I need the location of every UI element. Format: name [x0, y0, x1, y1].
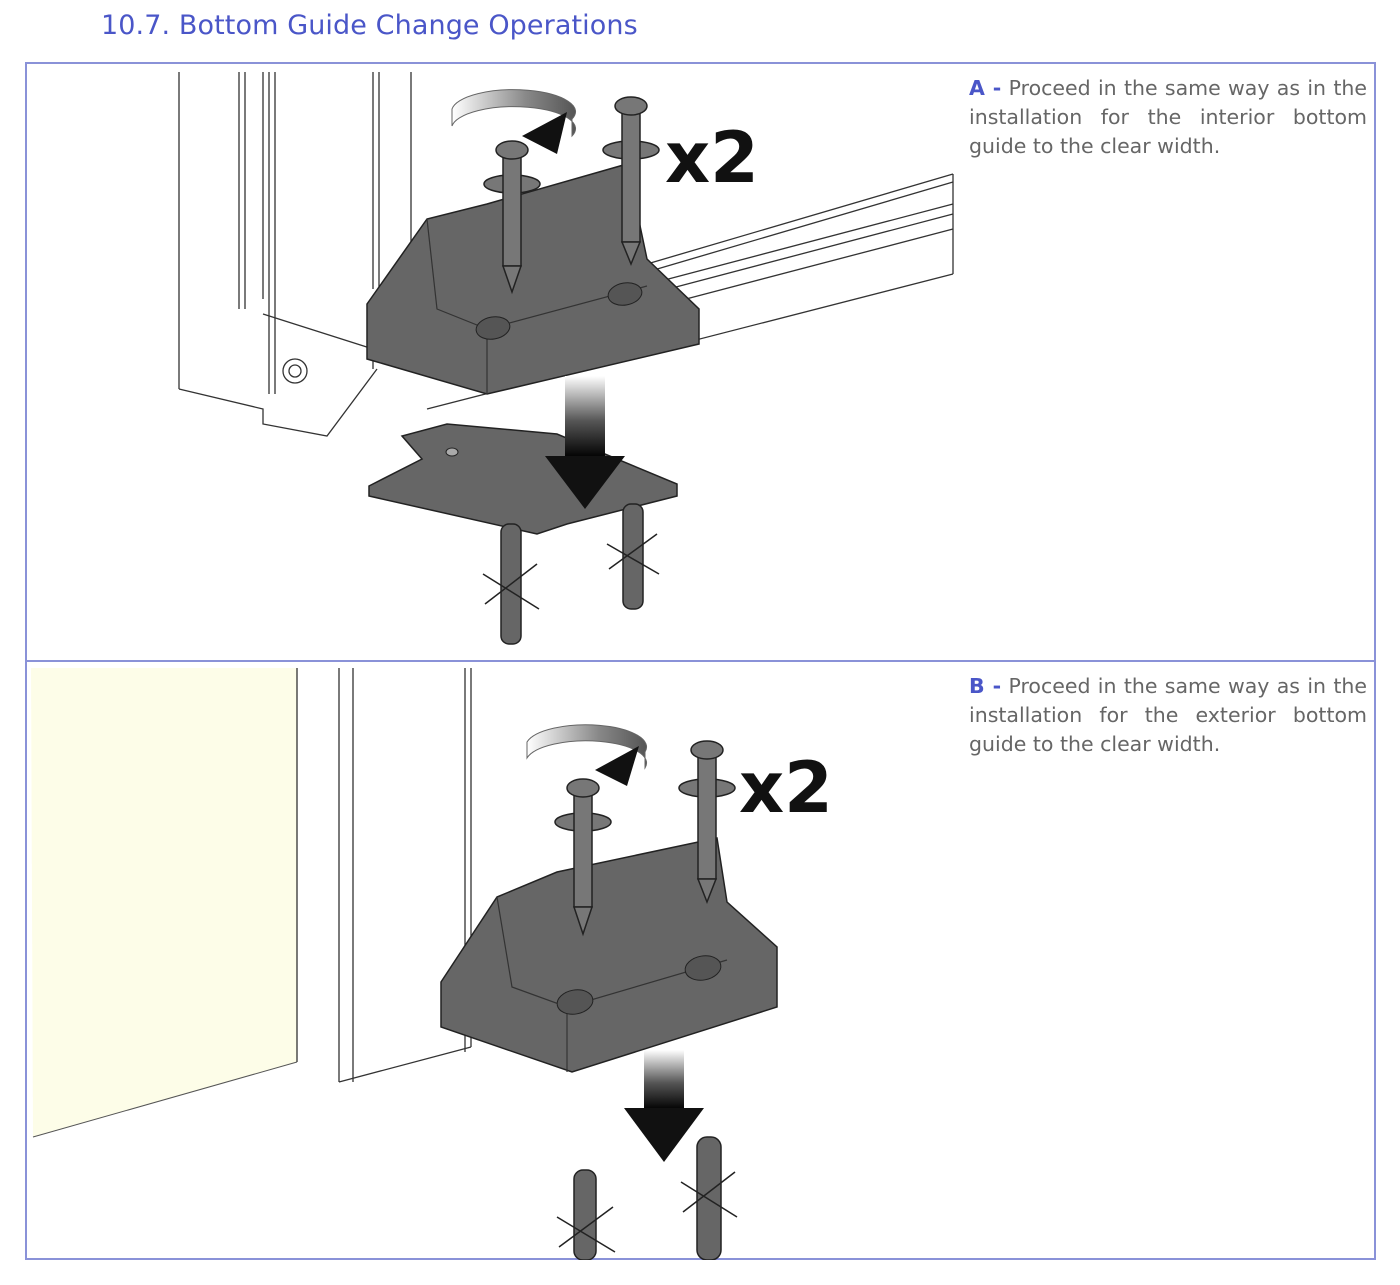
- wall: [31, 668, 297, 1137]
- quantity-label: x2: [739, 747, 833, 829]
- mounting-plate: [368, 423, 678, 535]
- step-a-letter: A -: [969, 76, 1002, 100]
- step-b-drawing: x2: [31, 668, 833, 1260]
- rotation-arrow-icon: [451, 89, 577, 154]
- step-b-illustration: x2: [27, 662, 957, 1260]
- section-title: 10.7. Bottom Guide Change Operations: [101, 10, 638, 41]
- step-a-illustration: x2: [27, 64, 957, 660]
- step-a-text: Proceed in the same way as in the instal…: [969, 76, 1367, 158]
- door-frame: [178, 72, 412, 437]
- step-a-drawing: x2: [178, 72, 954, 645]
- wall-plug-icon: [556, 1136, 738, 1260]
- rotation-arrow-icon: [526, 724, 648, 786]
- down-arrow-icon: [624, 1050, 704, 1162]
- screw-icon: [483, 96, 660, 295]
- step-b-letter: B -: [969, 674, 1002, 698]
- row-divider: [27, 660, 1374, 662]
- rail: [426, 173, 954, 410]
- quantity-label: x2: [665, 117, 759, 199]
- step-b-text: Proceed in the same way as in the instal…: [969, 674, 1367, 756]
- step-a-description: A - Proceed in the same way as in the in…: [969, 74, 1367, 161]
- step-b-description: B - Proceed in the same way as in the in…: [969, 672, 1367, 759]
- step-a-row: x2: [27, 64, 1374, 660]
- screw-icon: [554, 740, 736, 937]
- wall-plug-icon: [482, 503, 660, 645]
- down-arrow-icon: [545, 376, 625, 509]
- bottom-guide-part: [366, 163, 700, 395]
- step-b-row: x2 B - Proceed in the same wa: [27, 662, 1374, 1260]
- bottom-guide-part: [440, 837, 778, 1073]
- instructions-table: x2: [25, 62, 1376, 1260]
